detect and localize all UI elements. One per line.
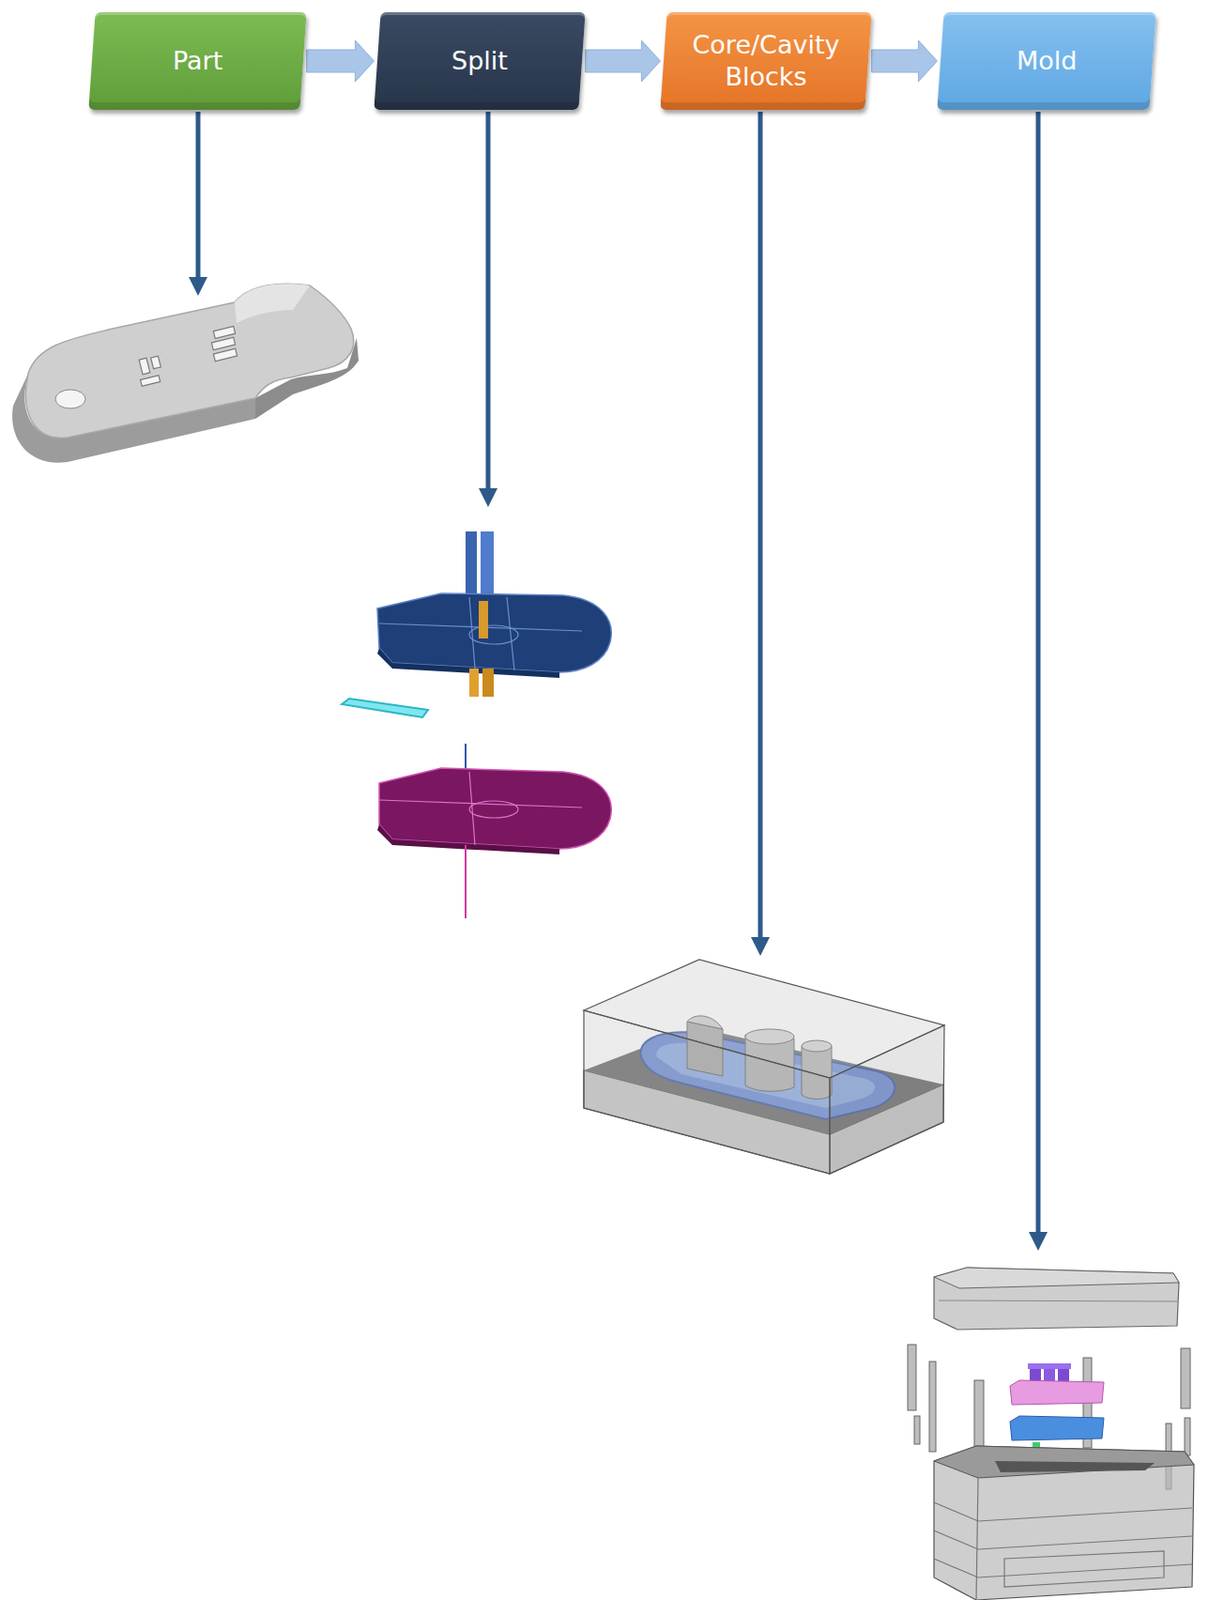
insert: [1029, 1366, 1041, 1382]
cavity-plate: [1010, 1379, 1104, 1405]
plate-line: [933, 1530, 1193, 1549]
box-label: Split: [451, 45, 508, 77]
surface-lines: [379, 596, 582, 671]
part-hole: [55, 389, 86, 409]
guide-pin: [974, 1379, 984, 1452]
surface-line: [379, 799, 582, 808]
process-box: Part: [88, 12, 307, 110]
plate-line: [938, 1300, 1178, 1301]
process-box: Core/Cavity Blocks: [659, 12, 872, 110]
part-model: [12, 283, 359, 462]
cavity-block: [583, 1010, 830, 1174]
box-label: Core/Cavity Blocks: [673, 29, 859, 93]
cavity-block: [829, 1025, 945, 1174]
surface-line: [506, 596, 515, 671]
part-highlight: [234, 283, 310, 323]
core-cavity-block: [583, 959, 945, 1174]
base-top: [933, 1445, 1194, 1478]
mold-assembly: [907, 1267, 1194, 1600]
insert: [1057, 1366, 1070, 1382]
guide-pin: [1180, 1347, 1191, 1408]
slot: [213, 348, 237, 362]
cavity-edge: [377, 647, 560, 678]
top-plate: [933, 1267, 1179, 1288]
plate-line: [1004, 1550, 1164, 1587]
orange-pin: [469, 668, 479, 697]
guide-pin: [929, 1361, 936, 1452]
leader-line: [486, 111, 491, 498]
slot: [140, 375, 161, 387]
box-label: Mold: [1016, 45, 1077, 77]
pocket: [994, 1460, 1155, 1472]
top-plate: [933, 1267, 1179, 1330]
surface-line: [469, 625, 519, 644]
leader-line: [1036, 111, 1041, 1241]
part-slots: [138, 325, 237, 386]
process-box: Mold: [936, 12, 1156, 110]
flow-arrow-shape: [306, 40, 375, 82]
flow-arrow: [872, 40, 938, 82]
slot: [138, 357, 151, 374]
flow-arrow: [306, 40, 375, 82]
core-plate: [1010, 1415, 1104, 1440]
pin-line: [464, 844, 467, 919]
guide-pin: [907, 1344, 917, 1410]
split-model: [341, 531, 612, 919]
guide-pin: [1184, 1417, 1191, 1455]
slider: [341, 698, 429, 718]
surface-line: [469, 771, 475, 845]
base-plates: [933, 1445, 1194, 1600]
leader-line: [196, 111, 201, 287]
plate-line: [933, 1501, 1193, 1521]
insert: [1027, 1362, 1072, 1369]
core-edge: [377, 824, 560, 855]
flow-arrow-shape: [585, 40, 661, 82]
plate-line: [976, 1477, 979, 1600]
core-surface: [379, 767, 612, 849]
leader-line: [758, 111, 764, 947]
orange-pin: [478, 600, 489, 639]
process-box: Split: [373, 12, 585, 110]
slot: [151, 355, 162, 369]
flow-arrow: [585, 40, 661, 82]
insert: [1043, 1366, 1056, 1382]
guide-pin: [914, 1415, 920, 1444]
slot: [211, 336, 235, 351]
plate-lines: [933, 1477, 1193, 1600]
plate-line: [933, 1558, 1193, 1577]
orange-pin: [482, 668, 494, 697]
surface-lines: [379, 771, 582, 845]
box-label: Part: [172, 45, 223, 77]
part-top: [25, 283, 353, 438]
cavity-surface: [377, 593, 612, 673]
purple-inserts: [1027, 1362, 1072, 1382]
slot: [213, 325, 235, 338]
surface-line: [469, 800, 519, 818]
leader-lines: [198, 111, 1039, 1241]
flow-arrow-shape: [872, 40, 938, 82]
